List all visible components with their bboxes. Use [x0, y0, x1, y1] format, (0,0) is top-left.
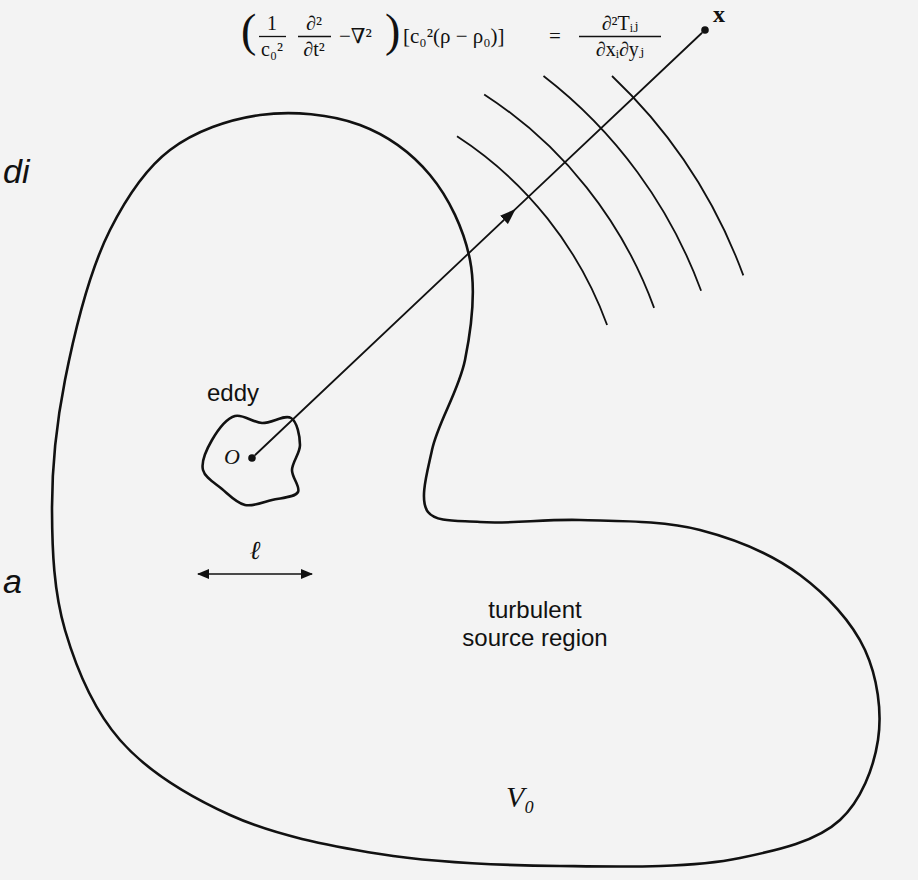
wavefronts — [457, 76, 743, 325]
cropped-text-fragment: a — [3, 562, 22, 601]
wavefront-arc — [612, 76, 743, 275]
equation-term: = — [548, 24, 562, 48]
wavefront-arc — [457, 136, 607, 325]
point-dot — [248, 454, 256, 462]
fraction-bar — [579, 36, 661, 37]
equation-term: ∂²Tᵢⱼ — [601, 12, 640, 35]
label-holder: a — [3, 562, 22, 601]
length-dimension-arrow — [198, 573, 312, 575]
label-holder: ∂t² — [302, 38, 325, 61]
point-marker — [248, 454, 256, 462]
label-holder: −∇² — [338, 24, 373, 48]
equation-term: 1 — [266, 12, 278, 35]
label-holder: ( — [240, 8, 257, 54]
label-holder: ) — [384, 8, 401, 54]
point-label: O — [224, 444, 240, 469]
equation-term: ∂xᵢ∂yⱼ — [595, 38, 645, 61]
equation-term: ∂t² — [302, 38, 325, 61]
outline-path — [203, 416, 300, 506]
wave-path-arrow — [255, 33, 702, 456]
region-name: turbulent source region — [452, 596, 618, 651]
equation-term: −∇² — [338, 24, 373, 48]
source-point: O — [248, 454, 256, 462]
label-holder: 1 — [266, 12, 278, 35]
wavefront-arc — [484, 94, 654, 308]
cropped-text-fragment: di — [3, 152, 29, 191]
label-holder: ∂xᵢ∂yⱼ — [595, 38, 645, 61]
equation-paren: ) — [384, 8, 401, 54]
point-marker — [701, 26, 709, 34]
equation-term: [c₀²(ρ − ρ₀)] — [402, 24, 506, 48]
fraction-bar — [298, 36, 331, 37]
eddy-outline: eddyO — [195, 408, 307, 510]
fraction-bar — [259, 36, 286, 37]
text-holder: V₀ — [506, 780, 535, 815]
point-label: x — [713, 1, 725, 29]
label-holder: ∂²Tᵢⱼ — [601, 12, 640, 35]
text-holder: O — [224, 444, 240, 469]
label-holder: [c₀²(ρ − ρ₀)] — [402, 24, 506, 48]
eddy-label: eddy — [207, 379, 259, 407]
equation-term: ∂² — [305, 12, 323, 35]
length-symbol: ℓ — [250, 536, 261, 566]
label-holder: c₀² — [260, 38, 284, 61]
equation-paren: ( — [240, 8, 257, 54]
outline-path — [52, 113, 880, 866]
point-dot — [701, 26, 709, 34]
label-holder: = — [548, 24, 562, 48]
label-holder: ∂² — [305, 12, 323, 35]
region-outline — [40, 105, 890, 880]
observer-point: x — [701, 26, 709, 34]
volume-symbol: V₀ — [506, 780, 535, 815]
source-region: turbulent source regionV₀eddyO — [40, 105, 890, 880]
label-holder: ℓ — [250, 536, 261, 566]
label-holder: di — [3, 152, 29, 191]
text-holder: x — [713, 1, 725, 29]
equation-term: c₀² — [260, 38, 284, 61]
text-holder: eddy — [207, 379, 259, 407]
text-holder: turbulent source region — [452, 596, 618, 651]
